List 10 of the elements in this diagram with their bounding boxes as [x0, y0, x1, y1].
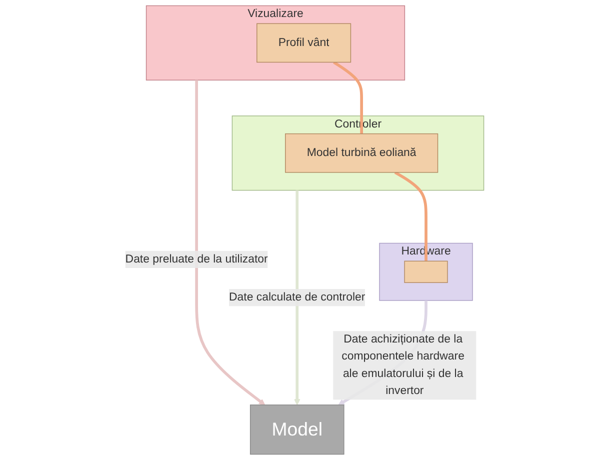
- edge-label: Date preluate de la utilizator: [125, 252, 268, 266]
- node-box: [404, 260, 448, 283]
- edge-label: Date calculate de controler: [228, 291, 366, 304]
- edge-label: Date achiziționate de la componentele hardware ale emulatorului și de la invertor: [342, 333, 464, 397]
- arrow: [294, 190, 300, 406]
- connector: [332, 61, 363, 134]
- arrow: [195, 80, 266, 406]
- node-box: Model: [250, 404, 344, 455]
- node-box: Model turbină eoliană: [284, 133, 438, 173]
- node-box: Profil vânt: [256, 23, 352, 63]
